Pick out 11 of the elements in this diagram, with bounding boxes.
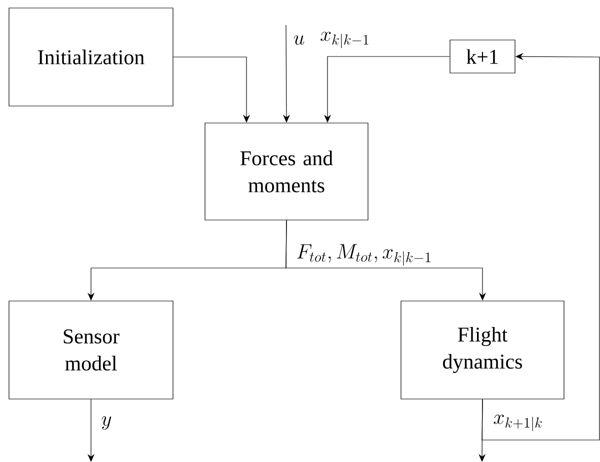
block-box: Sensor model	[8, 300, 174, 400]
block-box: Initialization	[8, 8, 174, 106]
edge-label: $x_{k+1|k}$	[494, 414, 542, 432]
edge-label: $u$	[294, 35, 304, 45]
block-box: Forces and moments	[204, 122, 368, 220]
edge-label: $F_{tot}, M_{tot}, x_{k|k-1}$	[297, 244, 430, 266]
block-box: k+1	[450, 40, 516, 74]
arrow	[482, 53, 600, 440]
edge-label: $x_{k|k-1}$	[320, 32, 368, 48]
edge-label: $y$	[102, 416, 112, 430]
block-box: Flight dynamics	[400, 300, 564, 400]
